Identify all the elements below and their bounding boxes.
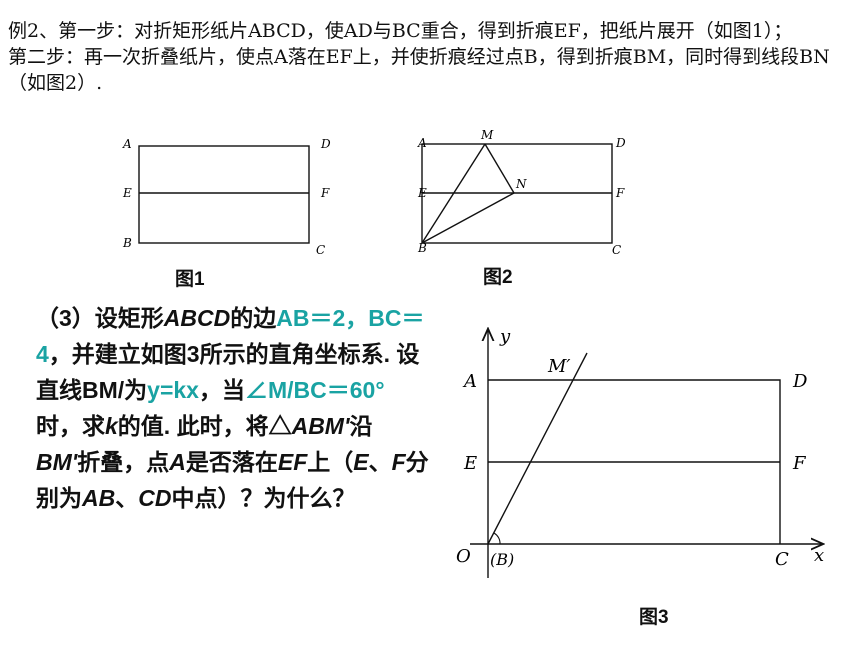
fig2-label-c: C [612, 243, 621, 257]
fig2-segment-mn [484, 143, 515, 194]
fig3-label-f: F [792, 453, 807, 474]
q-abm: ABM' [291, 413, 350, 439]
fig3-label-x: x [814, 545, 824, 566]
q-text-7: 的值. 此时，将△ [117, 413, 292, 439]
q-text-13: 分别为 [36, 449, 429, 511]
fig3-label-c: C [775, 549, 789, 570]
fig2-label-b: B [417, 241, 427, 255]
figure-3: y A M′ D E F O (B) C x [456, 326, 840, 578]
line-bm-prime [487, 352, 588, 545]
q-text-8: 沿 [349, 413, 373, 439]
q-ab2: AB [82, 485, 116, 511]
q-abcd: ABCD [163, 305, 231, 331]
q-text-10: 是否落在 [185, 449, 278, 475]
q-e: E [353, 449, 369, 475]
fig3-label-e: E [463, 453, 477, 474]
q-text-9: 折叠，点 [77, 449, 170, 475]
fig2-label-f: F [615, 186, 625, 200]
q-k: k [105, 413, 118, 439]
q-ef: EF [277, 449, 308, 475]
q-text-15: 中点）？为什么？ [171, 485, 356, 511]
fig1-label-c: C [316, 243, 325, 257]
fig3-label-b: (B) [490, 550, 514, 569]
fig1-label-f: F [320, 186, 330, 200]
q-text-6: 时，求 [36, 413, 105, 439]
q-text-3: ，并建立如图3所示的直角坐标系. 设直线 [36, 341, 420, 403]
step-two-text: 第二步：再一次折叠纸片，使点A落在EF上，并使折痕经过点B，得到折痕BM，同时得… [8, 46, 830, 94]
fig1-label-e: E [122, 186, 132, 200]
step-one-text: 例2、第一步：对折矩形纸片ABCD，使AD与BC重合，得到折痕EF，把纸片展开（… [8, 20, 793, 42]
fig3-label-d: D [792, 371, 808, 392]
fig2-segment-bn [421, 192, 515, 244]
q-point-a: A [169, 449, 186, 475]
figure-3-caption: 图3 [639, 607, 669, 628]
q-text-12: 、 [368, 449, 392, 475]
q-text-1: （3）设矩形 [36, 305, 164, 331]
fig3-label-o: O [456, 546, 471, 567]
figure-2-caption: 图2 [483, 267, 513, 288]
angle-arc [493, 532, 501, 545]
q-text-4: 为 [124, 377, 148, 403]
figure-1: A D E F B C [122, 137, 331, 257]
q-text-11: 上（ [307, 449, 354, 475]
fig2-label-d: D [615, 136, 626, 150]
figure-2: M N A D E F B C [417, 128, 626, 257]
question-3: （3）设矩形ABCD的边AB＝2，BC＝4，并建立如图3所示的直角坐标系. 设直… [36, 300, 431, 516]
fig3-label-y: y [499, 326, 511, 347]
q-text-5: ，当 [198, 377, 245, 403]
fig3-label-a: A [462, 371, 477, 392]
q-angle-condition: ∠M/BC＝60° [244, 377, 385, 403]
q-bm: BM/ [82, 377, 125, 403]
q-f: F [391, 449, 406, 475]
q-bc-value: BC＝4 [36, 305, 425, 367]
fig2-label-m: M [480, 128, 494, 142]
q-text-14: 、 [115, 485, 139, 511]
fig2-crease-bm [421, 143, 486, 244]
q-line-equation: y=kx [147, 377, 199, 403]
fig1-label-d: D [320, 137, 331, 151]
fig3-label-m-prime: M′ [547, 356, 571, 377]
fig1-label-b: B [122, 236, 132, 250]
fig3-rectangle [488, 379, 781, 544]
fig1-label-a: A [122, 137, 132, 151]
fig2-label-n: N [515, 177, 527, 191]
q-ab-value: AB＝2， [276, 305, 369, 331]
figure-1-caption: 图1 [175, 269, 205, 290]
fig2-label-e: E [417, 186, 427, 200]
problem-intro: 例2、第一步：对折矩形纸片ABCD，使AD与BC重合，得到折痕EF，把纸片展开（… [8, 18, 848, 96]
fig1-rectangle [138, 145, 310, 244]
fig2-label-a: A [417, 136, 427, 150]
q-text-2: 的边 [230, 305, 277, 331]
q-cd: CD [138, 485, 172, 511]
q-bm2: BM' [36, 449, 78, 475]
